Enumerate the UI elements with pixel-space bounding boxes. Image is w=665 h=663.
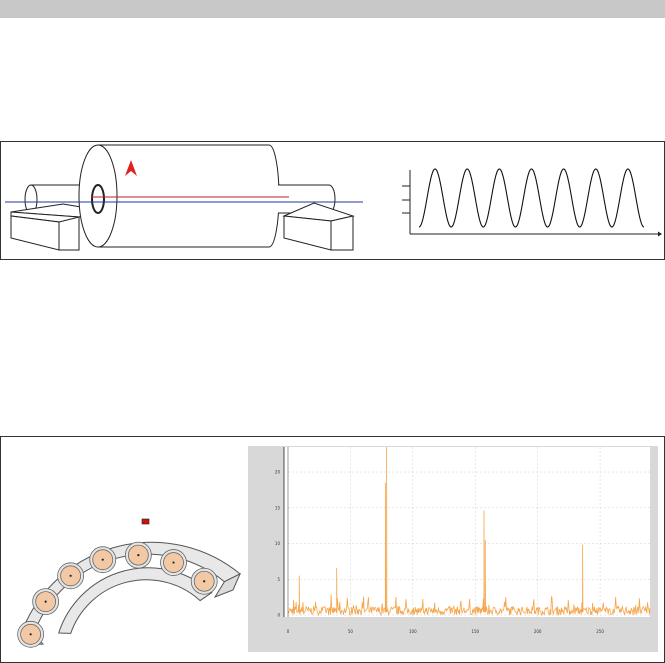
spectrum-chart: 0 5 10 15 20 0 50 100 150 200 250 [248, 446, 658, 652]
bearing-spectrum-panel: 0 5 10 15 20 0 50 100 150 200 250 [0, 436, 665, 663]
x-tick-label: 0 [287, 629, 290, 634]
plot-area [284, 447, 650, 617]
bearing-diagram [17, 518, 242, 648]
x-tick-label: 200 [534, 629, 542, 634]
y-tick-label: 5 [277, 577, 280, 582]
rotor-diagram [5, 144, 662, 251]
x-tick-label: 150 [471, 629, 479, 634]
race-edge [213, 572, 242, 599]
rotor-drum [78, 144, 280, 248]
vibration-waveform [418, 168, 645, 228]
top-bar [0, 0, 665, 18]
x-ticks: 0 50 100 150 200 250 [287, 629, 605, 634]
sensor-marker [141, 518, 150, 525]
right-bearing-block [282, 202, 355, 251]
rotor-diagram-panel [0, 141, 665, 260]
y-ticks: 0 5 10 15 20 [275, 470, 281, 618]
x-tick-label: 100 [409, 629, 417, 634]
rolling-ball [190, 567, 218, 595]
y-tick-label: 15 [275, 505, 281, 510]
rolling-ball [124, 541, 152, 569]
rolling-elements [17, 541, 218, 648]
rolling-ball [89, 546, 117, 574]
spectrum-line [287, 446, 651, 617]
x-tick-label: 50 [348, 629, 354, 634]
x-tick-label: 250 [596, 629, 604, 634]
rolling-ball [57, 562, 85, 590]
waveform-axes [402, 170, 662, 237]
rolling-ball [160, 549, 187, 576]
y-tick-label: 20 [275, 470, 281, 475]
left-bearing-block [10, 203, 100, 251]
rolling-ball [32, 588, 60, 616]
y-tick-label: 10 [275, 541, 281, 546]
inner-race [58, 567, 213, 634]
y-tick-label: 0 [277, 613, 280, 618]
rotation-arrow-icon [125, 160, 137, 176]
rolling-ball [17, 620, 45, 648]
